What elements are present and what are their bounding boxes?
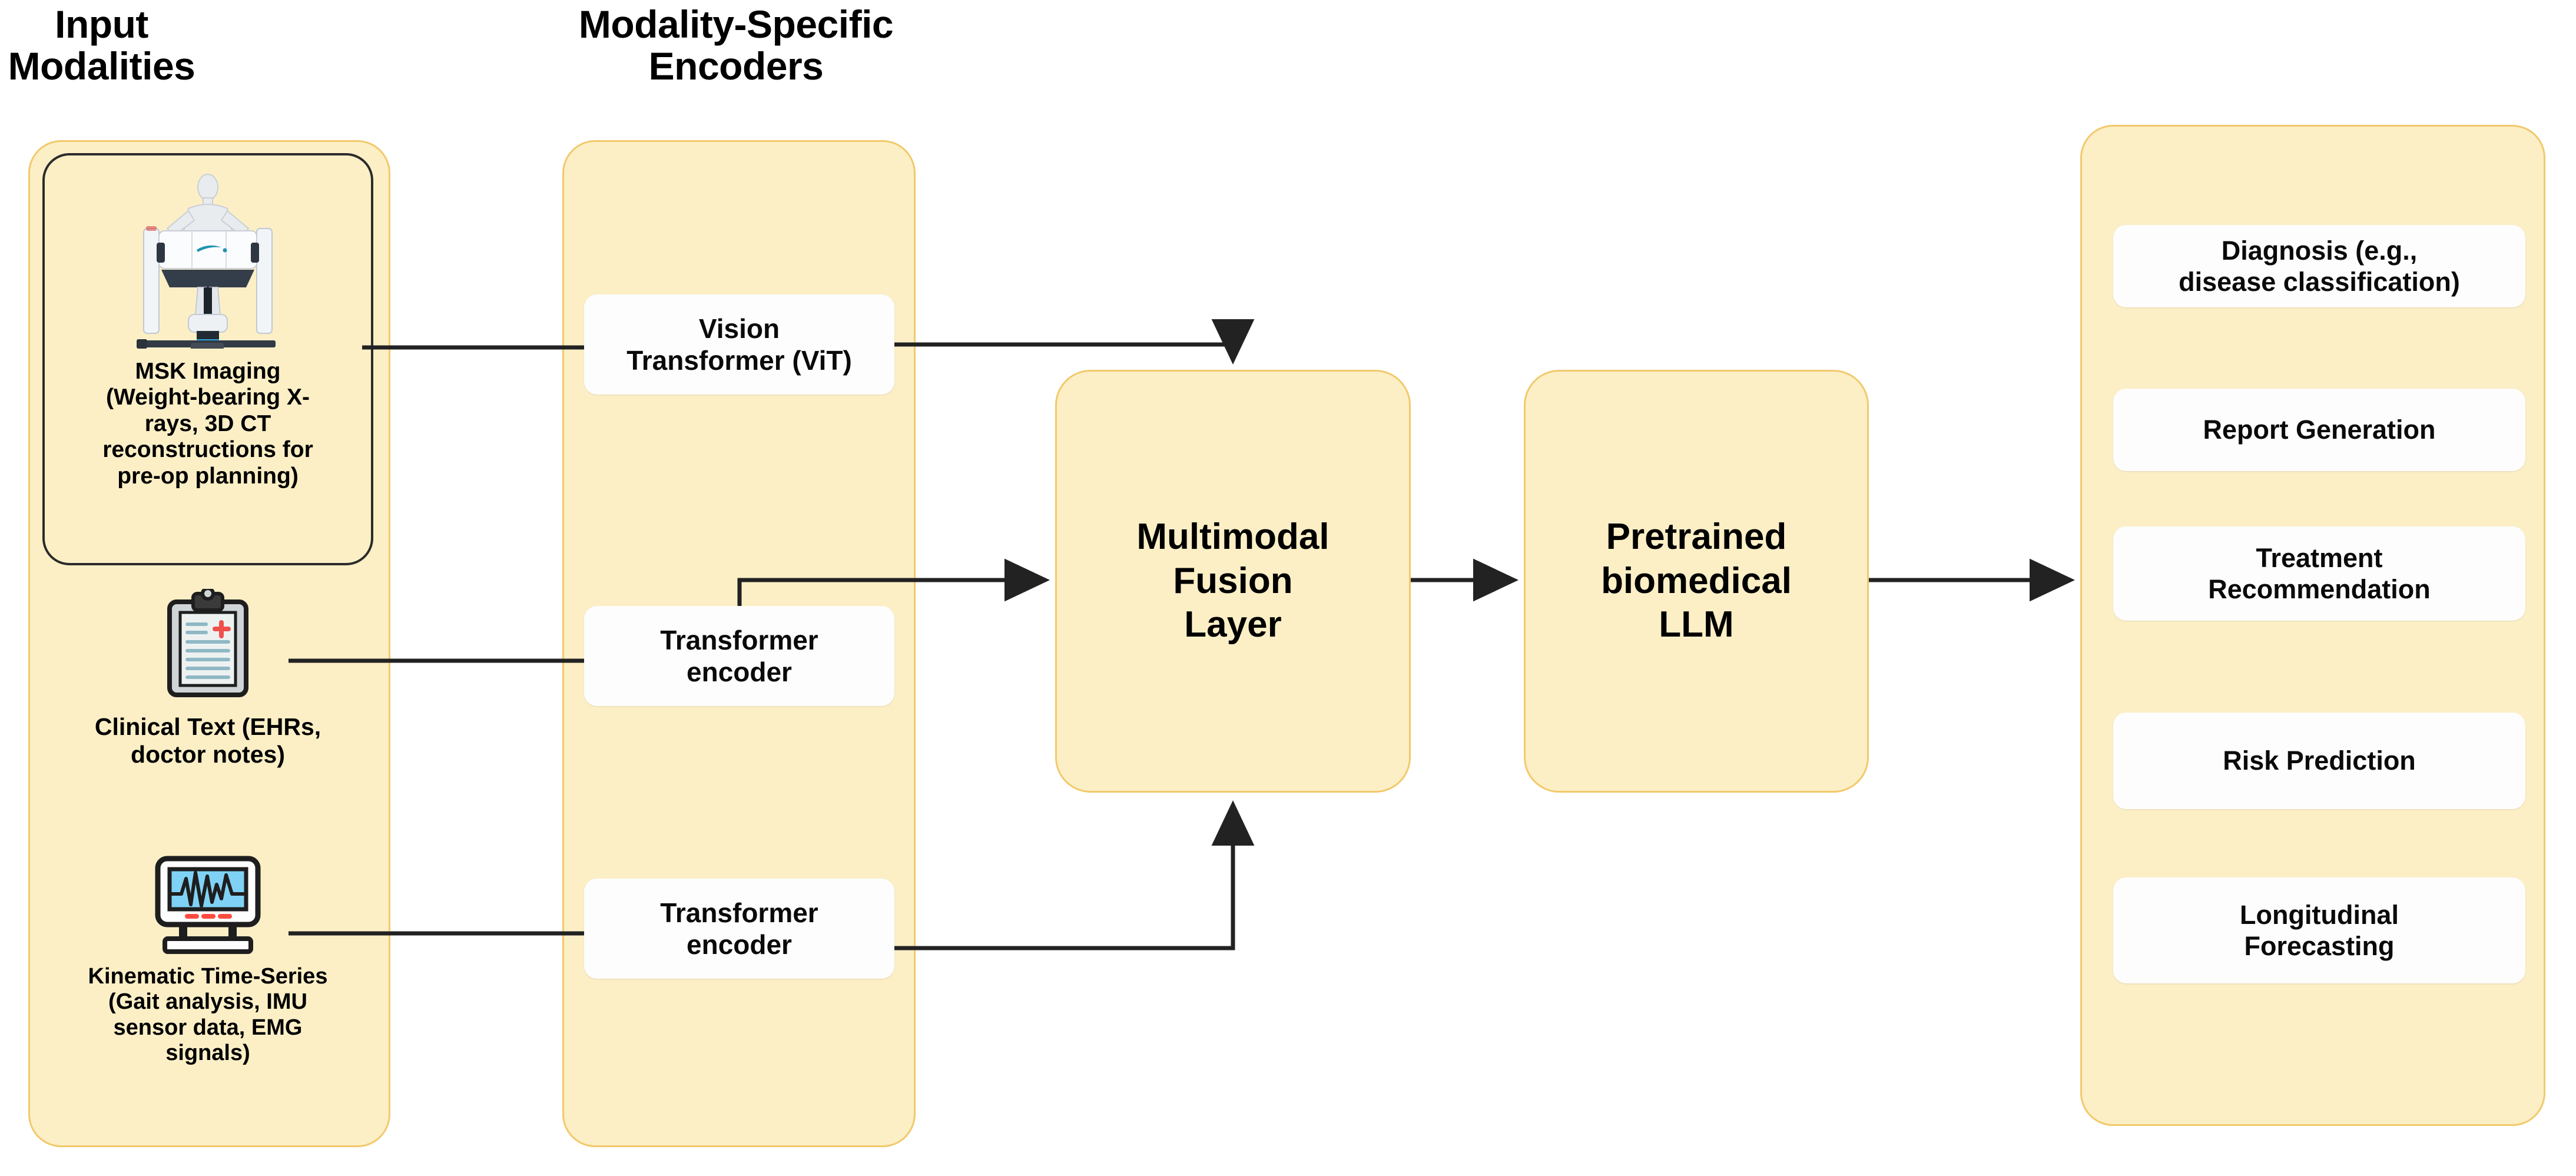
output-chip-report-generation[interactable]: Report Generation bbox=[2113, 389, 2525, 471]
multimodal-fusion-layer-block[interactable]: Multimodal Fusion Layer bbox=[1055, 370, 1411, 793]
xray-machine-icon bbox=[122, 172, 293, 352]
encoder-label-text-transformer: Transformer encoder bbox=[660, 624, 818, 687]
modality-label-clinical-text: Clinical Text (EHRs, doctor notes) bbox=[94, 713, 321, 768]
output-label-longitudinal-forecasting: Longitudinal Forecasting bbox=[2240, 899, 2399, 961]
output-label-report-generation: Report Generation bbox=[2203, 415, 2436, 445]
waveform-monitor-icon bbox=[153, 855, 263, 958]
page-title-modality-encoders: Modality-Specific Encoders bbox=[578, 2, 894, 88]
clipboard-notes-icon bbox=[164, 587, 252, 704]
modality-card-kinematic-timeseries[interactable]: Kinematic Time-Series (Gait analysis, IM… bbox=[39, 855, 377, 1132]
output-chip-treatment-recommendation[interactable]: Treatment Recommendation bbox=[2113, 526, 2525, 621]
modality-card-msk-imaging[interactable]: MSK Imaging (Weight-bearing X- rays, 3D … bbox=[42, 153, 373, 565]
pretrained-biomedical-llm-block[interactable]: Pretrained biomedical LLM bbox=[1524, 370, 1869, 793]
output-chip-diagnosis[interactable]: Diagnosis (e.g., disease classification) bbox=[2113, 225, 2525, 307]
output-chip-risk-prediction[interactable]: Risk Prediction bbox=[2113, 713, 2525, 809]
modality-label-msk-imaging: MSK Imaging (Weight-bearing X- rays, 3D … bbox=[102, 359, 313, 489]
modality-card-clinical-text[interactable]: Clinical Text (EHRs, doctor notes) bbox=[42, 587, 373, 836]
encoder-label-vision-transformer: Vision Transformer (ViT) bbox=[626, 313, 852, 376]
page-title-input-modalities: Input Modalities bbox=[8, 2, 195, 88]
encoder-chip-timeseries-transformer[interactable]: Transformer encoder bbox=[584, 879, 894, 979]
encoder-label-timeseries-transformer: Transformer encoder bbox=[660, 897, 818, 960]
pretrained-biomedical-llm-label: Pretrained biomedical LLM bbox=[1601, 516, 1792, 645]
wire-vit-to-fusion bbox=[894, 319, 1255, 365]
wire-tsencoder-to-fusion bbox=[894, 800, 1255, 950]
modality-label-kinematic-timeseries: Kinematic Time-Series (Gait analysis, IM… bbox=[88, 964, 328, 1065]
output-chip-longitudinal-forecasting[interactable]: Longitudinal Forecasting bbox=[2113, 877, 2525, 983]
multimodal-fusion-layer-label: Multimodal Fusion Layer bbox=[1136, 516, 1330, 645]
encoder-chip-vision-transformer[interactable]: Vision Transformer (ViT) bbox=[584, 294, 894, 395]
encoder-chip-text-transformer[interactable]: Transformer encoder bbox=[584, 606, 894, 706]
output-label-treatment-recommendation: Treatment Recommendation bbox=[2208, 542, 2431, 604]
output-label-risk-prediction: Risk Prediction bbox=[2223, 746, 2416, 776]
output-label-diagnosis: Diagnosis (e.g., disease classification) bbox=[2179, 235, 2460, 297]
